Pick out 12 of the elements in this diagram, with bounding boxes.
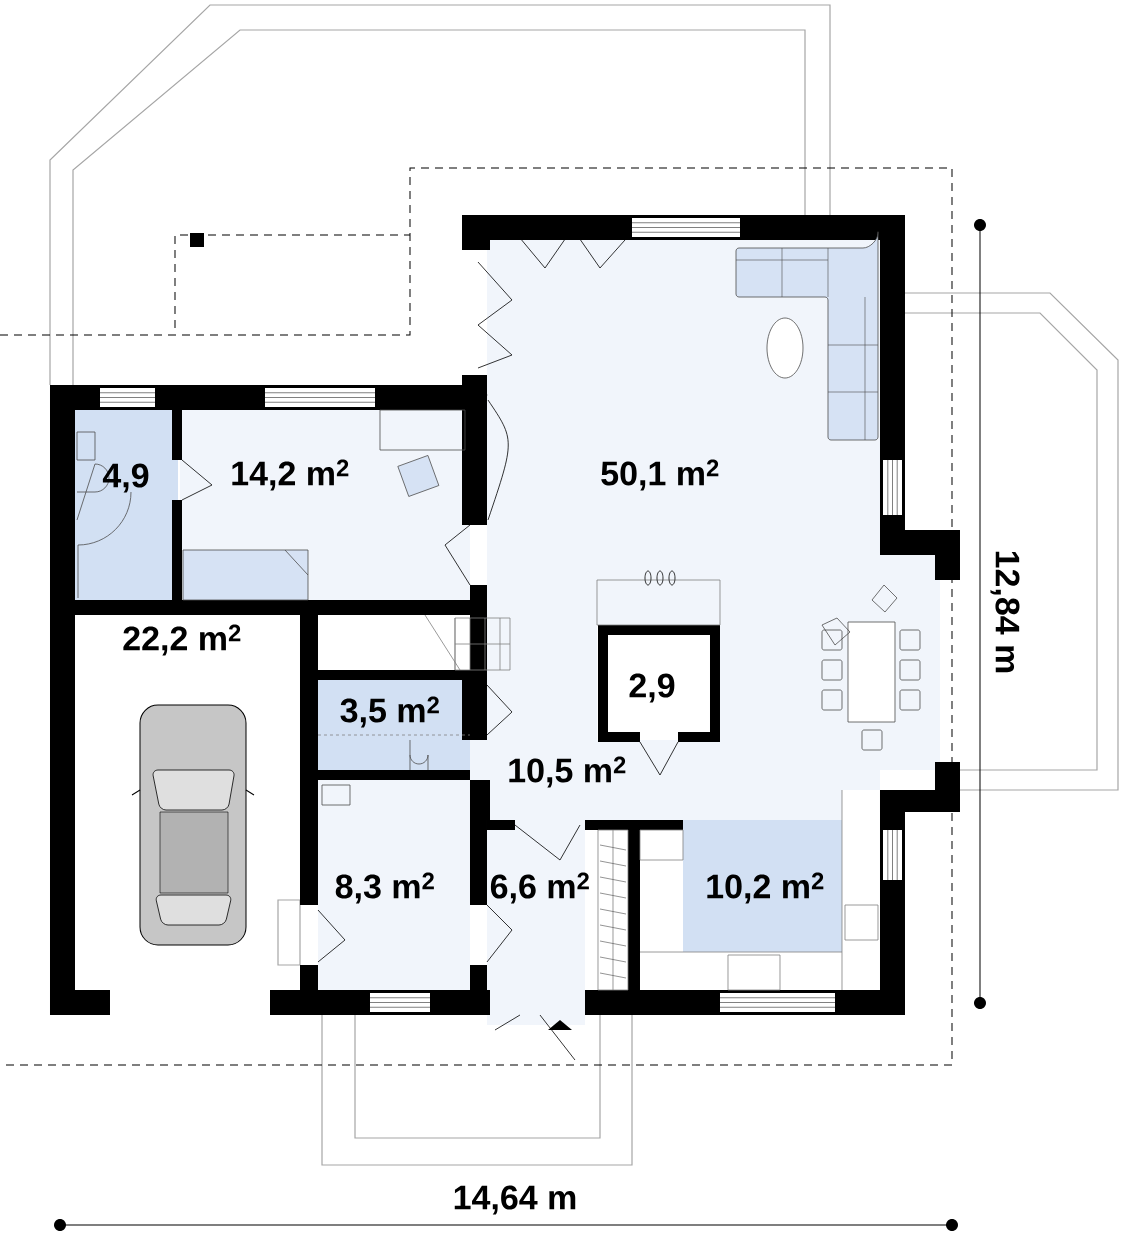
area-label: 8,3 m$^{2}$ — [335, 872, 434, 904]
area-label: 22,2 m$^{2}$ — [123, 624, 241, 656]
area-label: 4,9 — [102, 463, 149, 493]
area-label: 2,9 — [629, 673, 675, 703]
area-label: 3,5 m$^{2}$ — [340, 696, 439, 728]
area-label: 10,2 m$^{2}$ — [707, 872, 824, 904]
dimension-label: 14,64 m — [454, 1185, 576, 1215]
dimension-label: 12,84 m — [990, 551, 1020, 673]
area-label: 14,2 m$^{2}$ — [232, 459, 349, 491]
area-label: 6,6 m$^{2}$ — [490, 872, 589, 904]
area-label: 50,1 m$^{2}$ — [601, 459, 719, 491]
area-label: 10,5 m$^{2}$ — [509, 756, 626, 788]
